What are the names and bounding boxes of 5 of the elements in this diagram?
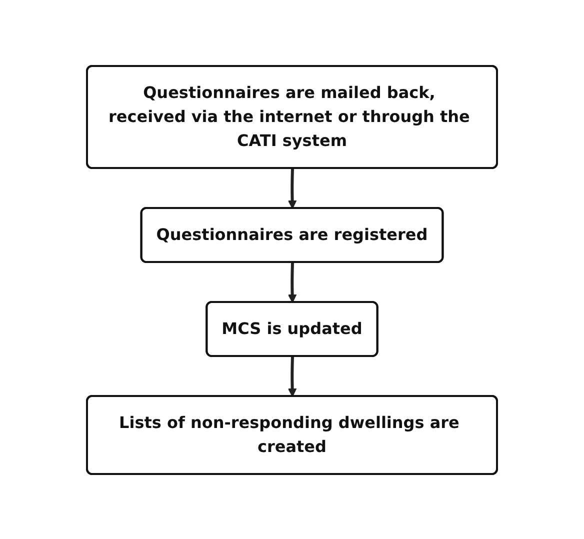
node-text: Lists of non-responding dwellings are created	[119, 412, 460, 456]
arrow	[288, 356, 297, 396]
node-text: Questionnaires are mailed back, received via the internet or through the CATI system	[108, 82, 470, 150]
arrow	[288, 262, 297, 302]
arrow	[288, 168, 297, 208]
